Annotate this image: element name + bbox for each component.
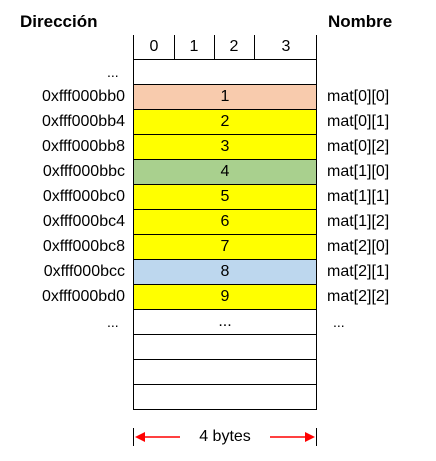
memory-address: ... bbox=[107, 314, 119, 330]
variable-name: ... bbox=[333, 314, 345, 330]
memory-cell: ... bbox=[133, 309, 317, 335]
width-left-tick bbox=[133, 428, 134, 446]
variable-name: mat[1][0] bbox=[327, 163, 390, 180]
memory-cell: 3 bbox=[133, 134, 317, 160]
variable-name: mat[1][1] bbox=[327, 188, 390, 205]
memory-cell: 4 bbox=[133, 159, 317, 185]
memory-address: 0xfff000bb8 bbox=[41, 138, 125, 155]
byte-offset-2: 2 bbox=[229, 38, 239, 55]
memory-address bbox=[0, 334, 125, 360]
variable-name: mat[0][0] bbox=[327, 88, 390, 105]
memory-address: 0xfff000bc8 bbox=[42, 238, 125, 255]
variable-name: mat[1][2] bbox=[327, 213, 390, 230]
memory-address bbox=[0, 384, 125, 410]
memory-cell: 9 bbox=[133, 284, 317, 310]
byte-offset-header: 0 1 2 3 bbox=[133, 35, 317, 59]
memory-cell: 5 bbox=[133, 184, 317, 210]
memory-cell: 6 bbox=[133, 209, 317, 235]
width-label: 4 bytes bbox=[180, 427, 270, 447]
byte-offset-0: 0 bbox=[149, 38, 159, 55]
variable-name: mat[0][1] bbox=[327, 113, 390, 130]
memory-address: 0xfff000bb0 bbox=[41, 88, 125, 105]
variable-name: mat[0][2] bbox=[327, 138, 390, 155]
width-right-tick bbox=[316, 428, 317, 446]
memory-cell: 8 bbox=[133, 259, 317, 285]
memory-address: 0xfff000bb4 bbox=[41, 113, 125, 130]
memory-cell bbox=[133, 384, 317, 410]
address-column-header: Dirección bbox=[20, 12, 98, 31]
variable-name: mat[2][2] bbox=[327, 288, 390, 305]
byte-divider bbox=[254, 35, 255, 59]
byte-divider bbox=[174, 35, 175, 59]
memory-cell: 7 bbox=[133, 234, 317, 260]
memory-cell: 1 bbox=[133, 84, 317, 110]
memory-address: 0xfff000bcc bbox=[43, 263, 125, 280]
byte-divider bbox=[214, 35, 215, 59]
memory-address: 0xfff000bc0 bbox=[42, 188, 125, 205]
variable-name: mat[2][0] bbox=[327, 238, 390, 255]
memory-address: 0xfff000bd0 bbox=[41, 288, 125, 305]
variable-name: mat[2][1] bbox=[327, 263, 390, 280]
memory-address: ... bbox=[107, 64, 119, 80]
byte-offset-3: 3 bbox=[281, 38, 291, 55]
memory-cell: 2 bbox=[133, 109, 317, 135]
memory-cell bbox=[133, 359, 317, 385]
memory-address: 0xfff000bc4 bbox=[42, 213, 125, 230]
memory-cell bbox=[133, 334, 317, 360]
byte-offset-1: 1 bbox=[189, 38, 199, 55]
memory-address bbox=[0, 359, 125, 385]
memory-cell bbox=[133, 59, 317, 85]
name-column-header: Nombre bbox=[328, 12, 393, 31]
memory-address: 0xfff000bbc bbox=[42, 163, 125, 180]
